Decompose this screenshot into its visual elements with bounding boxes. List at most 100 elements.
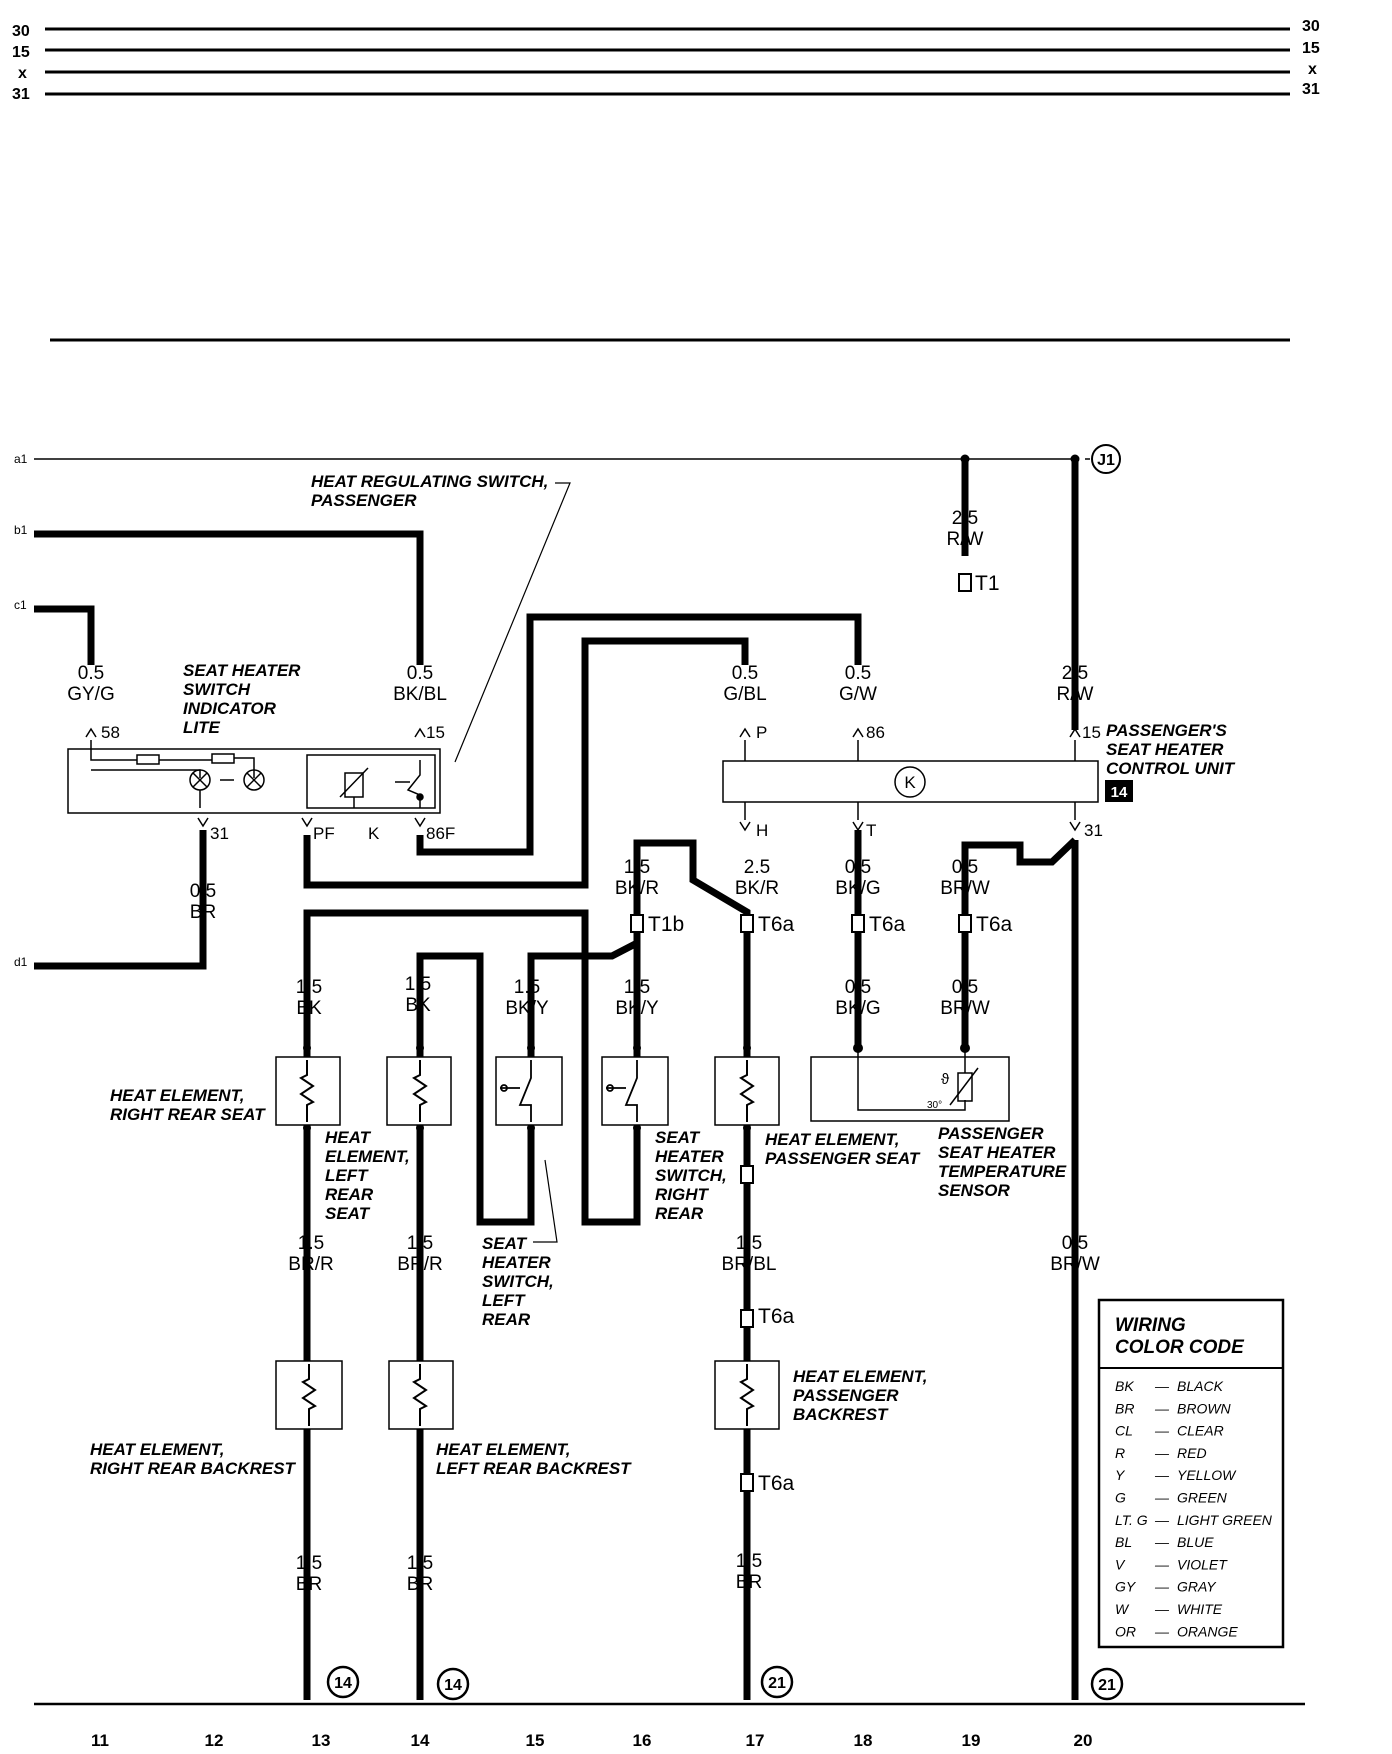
label-line: SEAT HEATER	[938, 1143, 1056, 1162]
ground-refs	[326, 1665, 1124, 1701]
control-unit-ref: 14	[1111, 784, 1128, 801]
wire-gauge: 1.5	[405, 974, 431, 995]
legend-dash: —	[1154, 1467, 1170, 1483]
legend-dash: —	[1154, 1490, 1170, 1506]
legend-dash: —	[1154, 1512, 1170, 1528]
column-number: 11	[91, 1731, 109, 1750]
temp-sensor-symbol	[857, 1048, 979, 1111]
label-line: SEAT HEATER	[1106, 740, 1224, 759]
wire-color: G/W	[839, 684, 877, 705]
label-he-passenger-seat: HEAT ELEMENT,	[765, 1130, 899, 1149]
legend-code: CL	[1115, 1423, 1133, 1439]
wire-color: BR/W	[940, 998, 990, 1019]
wire-color: BR/BL	[722, 1254, 777, 1275]
column-number: 17	[746, 1731, 765, 1750]
pin-k: K	[368, 824, 380, 843]
wire-gauge: 0.5	[1062, 1233, 1088, 1254]
column-number: 19	[962, 1731, 981, 1750]
wire-color: BK/R	[735, 878, 779, 899]
legend-code: V	[1115, 1556, 1126, 1572]
sensor-box	[810, 1056, 1010, 1122]
pin-pf: PF	[313, 824, 335, 843]
label-line: HEATER	[655, 1147, 724, 1166]
label-line: SEAT	[325, 1204, 371, 1223]
legend-name: GRAY	[1177, 1579, 1217, 1595]
input-c1: c1	[14, 598, 27, 612]
connector-icon	[958, 914, 972, 933]
label-line: INDICATOR	[183, 699, 277, 718]
control-unit-ref-badge	[1105, 780, 1133, 802]
legend-name: BLACK	[1177, 1378, 1224, 1394]
label-he-right-rear-backrest: HEAT ELEMENT,	[90, 1440, 224, 1459]
wire-color: BR/W	[940, 878, 990, 899]
legend-name: BROWN	[1177, 1400, 1232, 1416]
wire-color: BK/BL	[393, 684, 447, 705]
label-line: HEATER	[482, 1253, 551, 1272]
sensor-theta: ϑ	[941, 1071, 950, 1088]
color-code-legend: WIRING COLOR CODE BK—BLACKBR—BROWNCL—CLE…	[1097, 1298, 1285, 1649]
wire-gauge: 1.5	[624, 977, 650, 998]
power-bus	[45, 27, 1290, 342]
bus-label-30-right: 30	[1302, 18, 1320, 35]
label-line: PASSENGER	[311, 491, 417, 510]
label-line: LEFT REAR BACKREST	[436, 1459, 632, 1478]
connectors	[630, 573, 972, 1492]
wire-color: BR	[296, 1574, 322, 1595]
pin-86f: 86F	[426, 824, 455, 843]
wire-color: BK	[405, 995, 431, 1016]
label-seat-heater-lite: SEAT HEATER	[183, 661, 301, 680]
wire-color: BK/R	[615, 878, 659, 899]
connector-icon	[740, 1309, 754, 1328]
label-line: REAR	[325, 1185, 374, 1204]
wire-gauge: 1.5	[298, 1233, 324, 1254]
legend-dash: —	[1154, 1556, 1170, 1572]
label-line: RIGHT REAR BACKREST	[90, 1459, 297, 1478]
switch-box	[495, 1056, 563, 1126]
label-sw-left-rear: SEAT	[482, 1234, 528, 1253]
connector-t6a: T6a	[976, 913, 1013, 936]
wire-gauge: 0.5	[190, 881, 216, 902]
column-number: 20	[1074, 1731, 1093, 1750]
wire-gauge: 0.5	[952, 977, 978, 998]
label-sw-right-rear: SEAT	[655, 1128, 701, 1147]
wire-gauge: 1.5	[296, 977, 322, 998]
bus-label-x-left: x	[18, 65, 27, 82]
j1-label: J1	[1097, 452, 1115, 469]
legend-dash: —	[1154, 1445, 1170, 1461]
wire-gauge: 1.5	[736, 1233, 762, 1254]
bus-label-30-left: 30	[12, 23, 30, 40]
label-he-left-rear-backrest: HEAT ELEMENT,	[436, 1440, 570, 1459]
wire-color: R/W	[1057, 684, 1094, 705]
label-line: REAR	[482, 1310, 531, 1329]
legend-dash: —	[1154, 1378, 1170, 1394]
wire-gauge: 1.5	[407, 1553, 433, 1574]
legend-name: WHITE	[1177, 1601, 1223, 1617]
component-labels: HEAT REGULATING SWITCH, PASSENGER SEAT H…	[90, 472, 1236, 1478]
input-a1: a1	[14, 452, 28, 466]
wire-color: BR/R	[397, 1254, 442, 1275]
legend-dash: —	[1154, 1534, 1170, 1550]
label-line: LEFT	[482, 1291, 526, 1310]
legend-code: W	[1115, 1601, 1130, 1617]
label-line: TEMPERATURE	[938, 1162, 1067, 1181]
wire-gauge: 0.5	[845, 857, 871, 878]
wire-color: G/BL	[723, 684, 766, 705]
label-line: LEFT	[325, 1166, 369, 1185]
connector-t1: T1	[975, 572, 1000, 595]
legend-dash: —	[1154, 1623, 1170, 1639]
legend-dash: —	[1154, 1423, 1170, 1439]
wire-gauge: 1.5	[736, 1551, 762, 1572]
label-line: REAR	[655, 1204, 704, 1223]
ground-ref-14: 14	[334, 1675, 352, 1692]
legend-code: Y	[1115, 1467, 1126, 1483]
connector-t1b: T1b	[648, 913, 684, 936]
connector-t6a: T6a	[758, 1472, 795, 1495]
heat-element-symbols	[299, 1060, 755, 1426]
label-line: RIGHT REAR SEAT	[110, 1105, 266, 1124]
input-b1: b1	[14, 523, 28, 537]
connector-icon	[740, 1165, 754, 1184]
label-line: SWITCH	[183, 680, 251, 699]
label-line: BACKREST	[793, 1405, 889, 1424]
wire-color: BR	[190, 902, 216, 923]
